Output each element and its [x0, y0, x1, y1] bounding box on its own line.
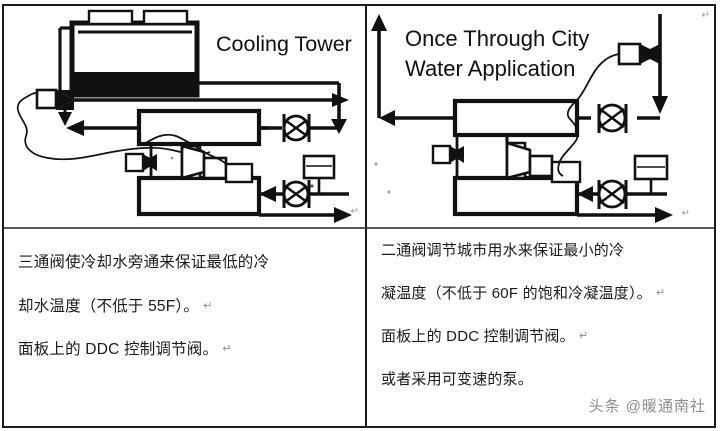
temperature-sensor-assembly-right	[633, 154, 669, 194]
paragraph-mark-left-2: ↵	[203, 299, 213, 312]
city-valve-actuator	[617, 42, 642, 66]
text-line-left-1: 三通阀使冷却水旁通来保证最低的冷	[18, 254, 270, 271]
drain-up-arrow	[371, 14, 387, 31]
paragraph-mark-left-diagram: ↵	[350, 206, 359, 217]
watermark: 头条 @暖通南社	[588, 398, 706, 415]
cws-arrow	[334, 207, 352, 223]
stray-dot-left	[170, 156, 174, 160]
text-line-left-3-content: 面板上的 DDC 控制调节阀。	[18, 341, 219, 358]
valve-actuator-box	[35, 88, 58, 110]
paragraph-mark-right-top: ↵	[701, 10, 710, 21]
document-table-frame: Cooling Tower ↵	[2, 4, 716, 428]
paragraph-mark-left-3: ↵	[222, 343, 232, 355]
two-way-valve-actuator	[431, 144, 452, 165]
text-line-right-3-content: 面板上的 DDC 控制调节阀。	[381, 328, 575, 345]
condenser-vessel-right	[452, 98, 580, 138]
paragraph-mark-right-3: ↵	[578, 330, 589, 342]
chilled-water-pump-right	[577, 179, 667, 209]
text-line-right-3: 面板上的 DDC 控制调节阀。↵	[381, 329, 702, 344]
compressor-starter	[224, 162, 254, 184]
cell-diagram-cooling-tower: Cooling Tower ↵	[4, 6, 367, 229]
arrow-to-condenser-inlet	[332, 93, 349, 107]
text-line-left-3: 面板上的 DDC 控制调节阀。↵	[18, 342, 353, 358]
two-way-valve-assembly	[431, 135, 464, 178]
chilled-water-pump	[259, 180, 349, 208]
refrigerant-wire-left	[143, 133, 227, 165]
text-body-right: 二通阀调节城市用水来保证最小的冷 凝温度（不低于 60F 的饱和冷凝温度）。↵ …	[367, 229, 714, 387]
evaporator-vessel	[136, 175, 262, 217]
condenser-vessel	[136, 108, 262, 147]
text-body-left: 三通阀使冷却水旁通来保证最低的冷 却水温度（不低于 55F）。↵ 面板上的 DD…	[4, 229, 365, 358]
text-line-right-2: 凝温度（不低于 60F 的饱和冷凝温度）。↵	[381, 286, 702, 301]
cell-diagram-city-water: Once Through City Water Application ↵ ↵	[367, 6, 714, 229]
text-line-left-2: 却水温度（不低于 55F）。↵	[18, 297, 353, 315]
city-water-control-valve	[617, 42, 660, 66]
temperature-sensor-assembly	[302, 154, 336, 194]
chiller-valve-assembly	[124, 144, 157, 178]
control-wire-tower	[16, 92, 211, 161]
city-valve-right	[640, 44, 660, 64]
cooling-tower-schematic: Cooling Tower	[16, 9, 352, 223]
compressor-cone-right	[505, 141, 532, 180]
sensor-box	[302, 154, 336, 180]
sensor-dot	[310, 184, 314, 188]
chiller-valve-actuator	[124, 152, 145, 173]
paragraph-mark-right-diagram: ↵	[681, 208, 690, 219]
cwp-vane-b	[599, 108, 625, 128]
chilled-water-leaving	[259, 207, 352, 223]
paragraph-mark-right-2: ↵	[655, 287, 666, 299]
condenser-water-pump	[259, 114, 339, 142]
condenser-water-pump-right	[577, 103, 628, 133]
diagram-title-right-line2: Water Application	[405, 56, 575, 81]
cwp2-return-arrow	[577, 186, 593, 202]
text-line-right-4: 或者采用可变速的泵。	[381, 371, 534, 388]
compressor-motor-right	[528, 154, 554, 178]
evaporator-vessel-right	[452, 175, 580, 217]
cell-text-cooling-tower: 三通阀使冷却水旁通来保证最低的冷 却水温度（不低于 55F）。↵ 面板上的 DD…	[4, 229, 367, 426]
compressor-starter-right	[550, 160, 582, 184]
control-wire-lower-right	[557, 117, 579, 177]
arrow-return-left	[66, 120, 84, 136]
diagram-title-left: Cooling Tower	[216, 32, 352, 56]
valve-body-top	[56, 90, 74, 100]
chilled-water-leaving-right	[577, 207, 673, 223]
drain-left-arrow	[379, 110, 395, 126]
city-water-schematic: Once Through City Water Application	[371, 14, 673, 223]
cw-pump-vane-b	[284, 185, 308, 203]
three-way-valve-assembly	[35, 88, 74, 126]
text-line-right-1: 二通阀调节城市用水来保证最小的冷	[381, 242, 625, 259]
control-wire-upper-right	[566, 53, 620, 119]
cw-return-arrow	[259, 186, 276, 202]
cooling-tower-basin	[74, 72, 195, 94]
text-line-left-2-content: 却水温度（不低于 55F）。	[18, 297, 200, 315]
cws-arrow-right	[655, 207, 673, 223]
diagram-title-right-line1: Once Through City	[405, 26, 589, 51]
text-line-right-2-content: 凝温度（不低于 60F 的饱和冷凝温度）。	[381, 285, 652, 302]
supply-down-arrow	[652, 96, 668, 114]
stray-dot-right-2	[387, 190, 391, 194]
cell-text-city-water: 二通阀调节城市用水来保证最小的冷 凝温度（不低于 60F 的饱和冷凝温度）。↵ …	[367, 229, 714, 426]
cooling-tower-fan-left	[87, 9, 134, 26]
valve-bypass-arrow	[58, 112, 72, 126]
pump-vane-b	[284, 119, 308, 137]
stray-dot-right	[374, 162, 378, 166]
cooling-tower-fan-right	[142, 9, 189, 26]
cwp2-vane-b	[599, 184, 625, 204]
